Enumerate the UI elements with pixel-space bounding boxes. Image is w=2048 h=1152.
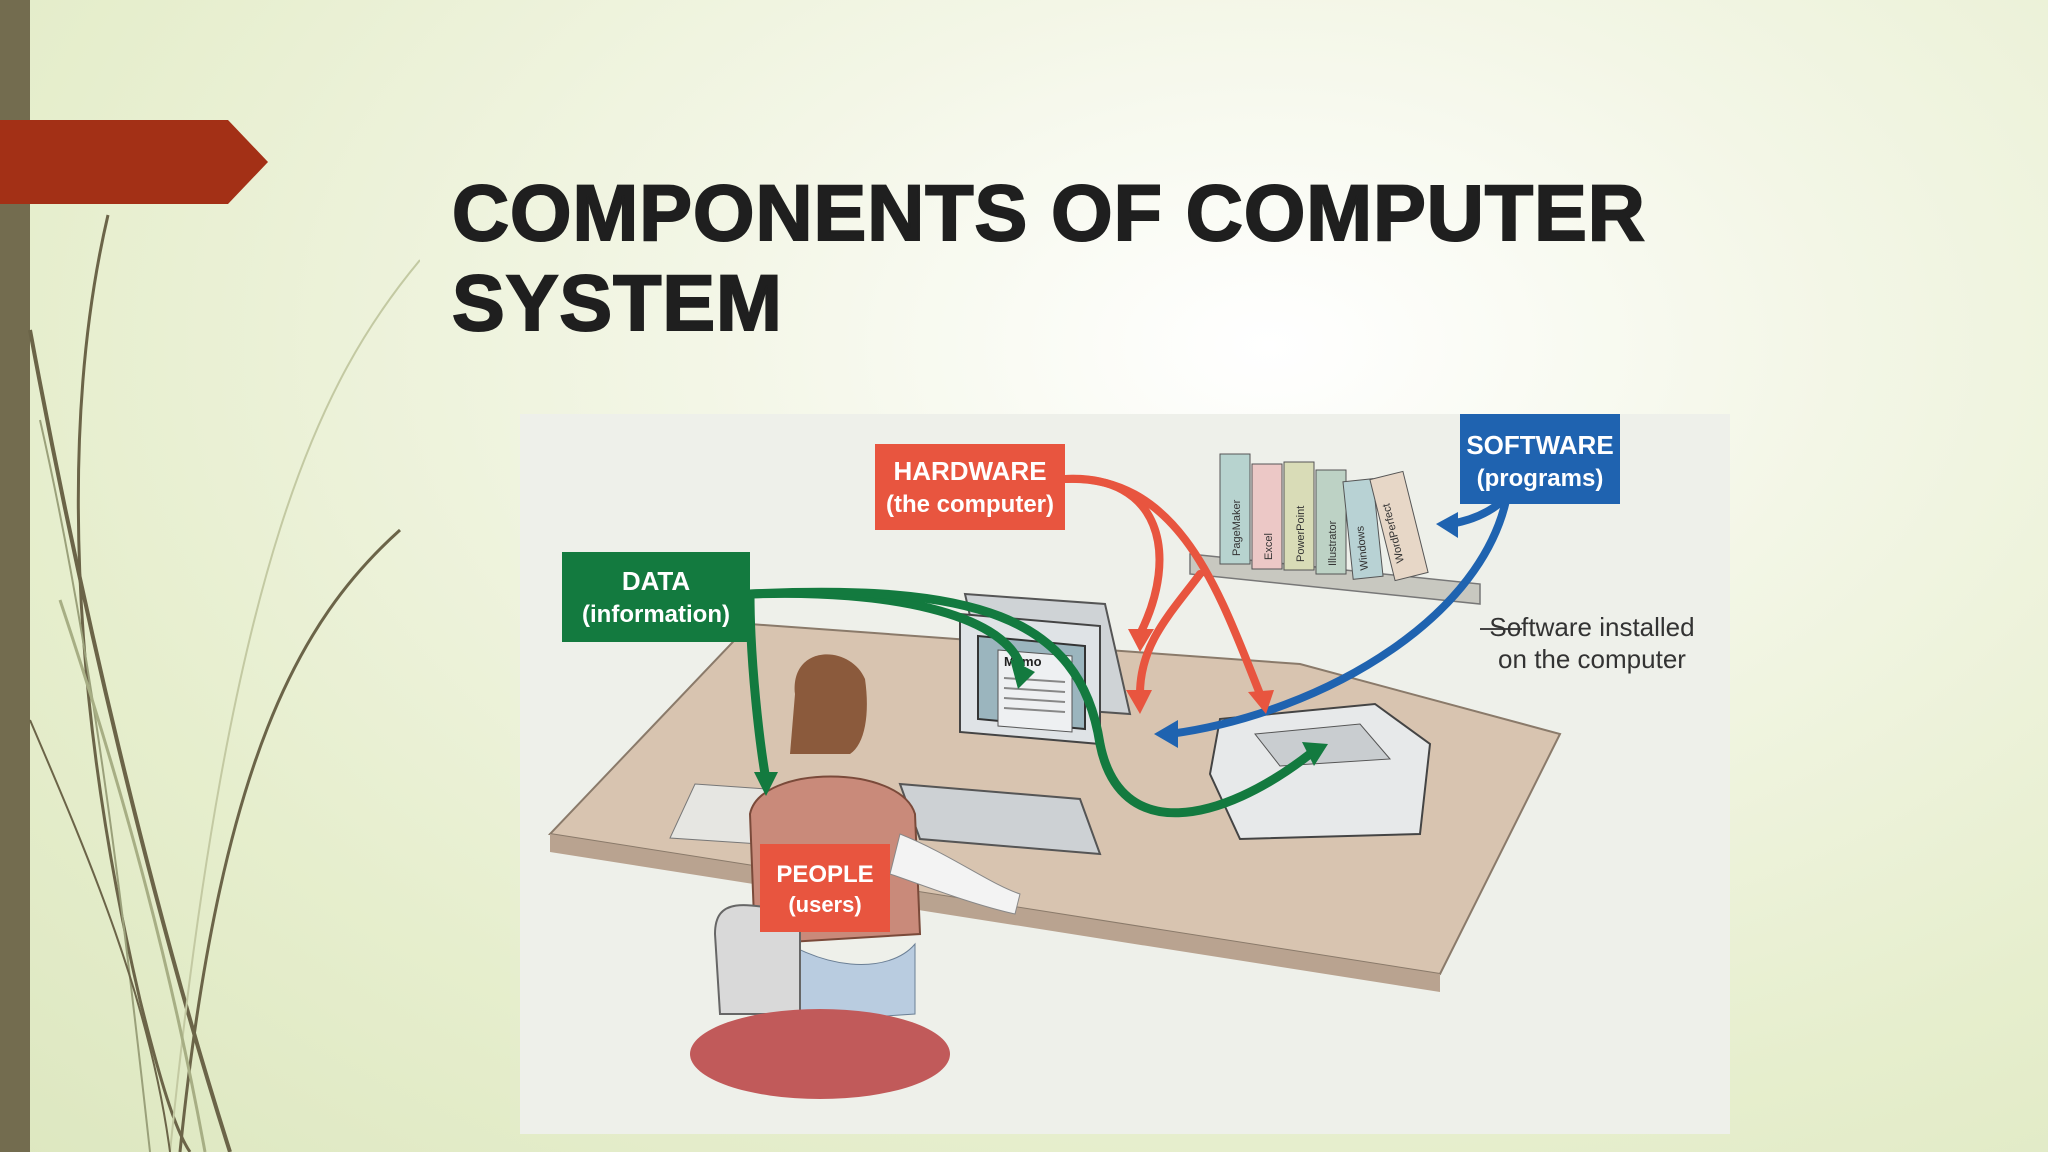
computer: Memo [669,592,1132,856]
software-label-title: SOFTWARE [1466,430,1613,460]
book-spine-windows: Windows [1354,525,1371,571]
decorative-curves [28,214,420,1152]
data-arrow-to-desk [745,589,770,779]
person-arm [889,833,1021,915]
book-spine-excel: Excel [1263,533,1275,560]
hardware-label-title: HARDWARE [893,456,1046,486]
people-label-subtitle: (users) [788,892,861,917]
people-label-title: PEOPLE [776,861,873,888]
person-hair [790,654,867,754]
book-spine-powerpoint: PowerPoint [1295,506,1307,562]
hardware-arrow-to-system [1136,570,1204,698]
people-label: PEOPLE (users) [760,844,890,932]
data-arrow-to-printer [745,587,1315,818]
slide-title: COMPONENTS OF COMPUTER SYSTEM [451,167,1646,348]
hardware-label: HARDWARE (the computer) [875,444,1065,530]
arrow-heads [754,512,1458,796]
printer [1208,702,1432,841]
books [1219,453,1429,582]
software-label-subtitle: (programs) [1477,465,1604,492]
software-note-line2: on the computer [1498,644,1686,674]
software-note-line1: Software installed [1489,612,1694,642]
data-label-title: DATA [622,566,691,596]
software-note: Software installed on the computer [1489,612,1694,674]
data-label-subtitle: (information) [582,601,730,628]
bookshelf: PageMaker Excel PowerPoint Illustrator W… [1189,453,1481,605]
data-label: DATA (information) [562,552,750,642]
book-spine-pagemaker: PageMaker [1231,499,1243,556]
software-arrow-to-computer [1166,470,1514,738]
flow-arrows [745,470,1524,818]
software-label: SOFTWARE (programs) [1460,414,1620,504]
hardware-label-subtitle: (the computer) [886,491,1054,518]
chair-seat [690,1009,950,1099]
computer-system-diagram: PageMaker Excel PowerPoint Illustrator W… [520,414,1730,1134]
book-spine-illustrator: Illustrator [1327,520,1339,566]
hardware-arrow-to-printer [1061,474,1264,698]
diagram-illustration: PageMaker Excel PowerPoint Illustrator W… [547,414,1695,1099]
accent-arrow-shape [0,120,268,204]
